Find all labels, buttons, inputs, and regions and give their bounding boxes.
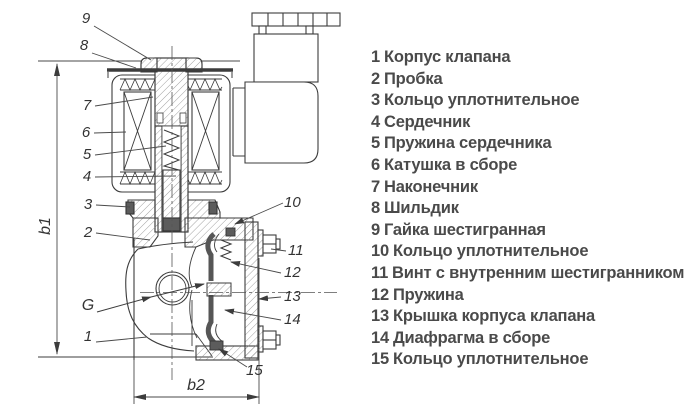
legend-item-number: 1: [371, 48, 380, 66]
callout-13: 13: [284, 288, 301, 305]
dim-label-b2: b2: [187, 377, 205, 394]
callout-4: 4: [83, 168, 91, 185]
legend-item-label: Кольцо уплотнительное: [392, 242, 589, 261]
return-spring: [219, 239, 233, 261]
callout-7: 7: [83, 97, 92, 114]
legend-item-number: 9: [371, 220, 380, 239]
callout-numbers: 9 8 7 6 5 4 3 2 1 10 11 12 13 14 15 G b1…: [37, 10, 304, 394]
dimension-lines: [38, 60, 260, 404]
legend-item-label: Гайка шестигранная: [383, 220, 546, 239]
callout-15: 15: [246, 362, 263, 379]
valve-cover: [244, 221, 281, 359]
connector-upper-block: [253, 33, 319, 83]
callout-1: 1: [84, 328, 92, 345]
legend-item-number: 8: [371, 199, 380, 218]
legend-item-label: Винт с внутренним шестигранником: [392, 263, 685, 282]
flow-arrow: [96, 283, 205, 313]
dim-label-b1: b1: [37, 217, 54, 235]
legend-item-number: 14: [371, 328, 389, 347]
callout-3: 3: [84, 196, 93, 213]
core-spring: [162, 129, 181, 171]
socket-screw-bottom: [262, 330, 281, 350]
legend-item-label: Наконечник: [383, 177, 478, 196]
nameplate: [107, 68, 233, 78]
chamber-wall: [188, 246, 198, 346]
legend-item-label: Диафрагма в сборе: [392, 328, 551, 347]
o-ring-upper-left: [125, 201, 135, 215]
body-lobe: [125, 248, 149, 339]
port-label-g: G: [82, 297, 94, 314]
body-upper-band: [184, 217, 254, 248]
legend-item-number: 13: [371, 307, 389, 326]
legend-item-label: Крышка корпуса клапана: [392, 307, 596, 326]
legend-item-label: Сердечник: [383, 112, 471, 131]
terminal-strip: [251, 12, 341, 27]
legend-item-label: Пружина: [392, 285, 464, 304]
legend-item-label: Кольцо уплотнительное: [392, 350, 589, 369]
legend-item-label: Корпус клапана: [383, 48, 511, 66]
adapter-flange: [125, 199, 221, 219]
coil-winding-right: [191, 91, 220, 171]
legend-item-label: Пробка: [383, 69, 443, 88]
legend-item-number: 10: [371, 242, 389, 261]
o-ring-cover-top: [225, 227, 236, 237]
legend-item-number: 3: [371, 91, 380, 110]
legend-item-number: 4: [371, 112, 380, 131]
connector-body: [244, 81, 319, 164]
diaphragm-assembly: [205, 227, 236, 351]
callout-2: 2: [83, 224, 93, 241]
diaphragm-hub: [206, 282, 232, 297]
cover-plate: [244, 221, 259, 359]
o-ring-upper-right: [208, 201, 218, 215]
legend-item-number: 5: [371, 134, 380, 153]
callout-10: 10: [284, 194, 301, 211]
port-bore-outer: [155, 271, 190, 306]
legend-item-number: 15: [371, 350, 389, 369]
legend-item-label: Пружина сердечника: [383, 134, 552, 153]
core: [162, 169, 181, 219]
legend-item-number: 11: [371, 263, 389, 282]
legend-item-number: 7: [371, 177, 380, 196]
callout-12: 12: [284, 264, 301, 281]
centerlines: [140, 46, 337, 380]
legend-item-label: Катушка в сборе: [383, 155, 518, 174]
legend-item-number: 12: [371, 285, 389, 304]
o-ring-cover-bottom: [209, 340, 224, 351]
coil-winding-left: [123, 91, 152, 171]
legend-item-number: 2: [371, 69, 380, 88]
callout-14: 14: [284, 311, 301, 328]
legend-item-label: Кольцо уплотнительное: [383, 91, 580, 110]
callout-11: 11: [288, 242, 304, 259]
electrical-connector: [232, 12, 341, 164]
callout-5: 5: [83, 146, 92, 163]
core-seal: [162, 217, 181, 232]
callout-leaders: [91, 25, 287, 368]
legend-item-number: 6: [371, 155, 380, 174]
port-bore-inner: [158, 274, 187, 303]
legend-item-label: Шильдик: [383, 199, 459, 218]
callout-6: 6: [82, 124, 91, 141]
stem-assembly: [154, 57, 189, 233]
socket-screw-top: [262, 234, 281, 254]
callout-8: 8: [80, 37, 89, 54]
callout-9: 9: [82, 10, 91, 27]
